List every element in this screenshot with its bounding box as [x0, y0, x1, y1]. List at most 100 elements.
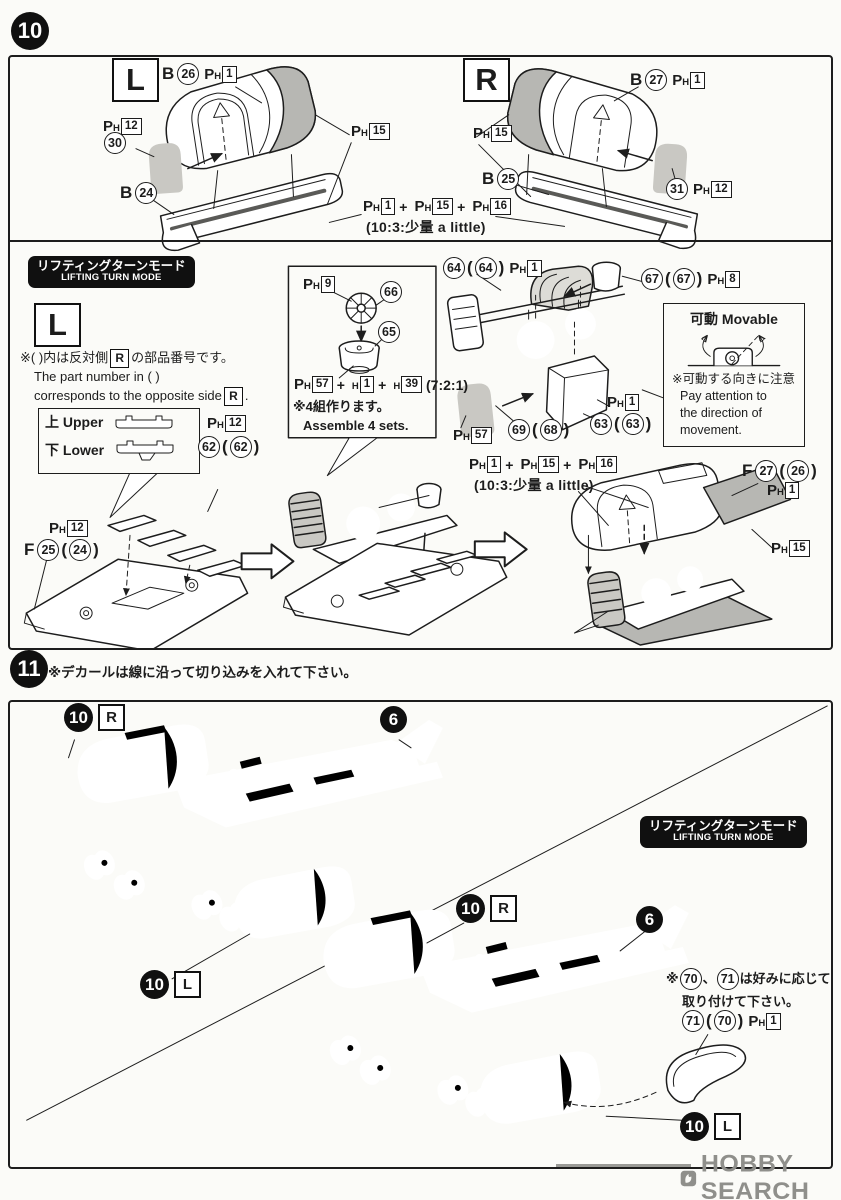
subassembly-10-badge: 10 — [64, 703, 93, 732]
cork-part-67 — [591, 261, 622, 292]
right-cover-part — [507, 68, 658, 172]
side-indicator-left-2: L — [34, 303, 81, 347]
hobby-search-watermark: HOBBY SEARCH — [680, 1149, 841, 1200]
gear-assembly-64 — [446, 265, 626, 359]
step10-illustration — [23, 66, 792, 648]
stage1-base-plate — [23, 489, 249, 648]
process-arrow-2 — [473, 531, 528, 568]
cup-part — [338, 340, 380, 374]
part-label-69: 69(68) — [508, 419, 569, 441]
subassembly-10-badge: 10 — [140, 970, 169, 999]
assembly-b — [320, 905, 689, 1126]
part-label-63: 63(63) — [590, 413, 651, 435]
part-label-62: 62(62) — [198, 436, 259, 458]
step-10-badge: 10 — [11, 12, 49, 50]
badge-en: LIFTING TURN MODE — [61, 272, 162, 284]
subassembly-label-10r-b: 10 R — [456, 894, 517, 923]
left-cover-part — [165, 66, 317, 170]
subassembly-label-6-b: 6 — [636, 906, 663, 933]
subassembly-10-badge: 10 — [456, 894, 485, 923]
movable-icon — [687, 334, 781, 367]
side-indicator-left: L — [112, 58, 159, 102]
lifting-turn-mode-badge-2: リフティングターンモード LIFTING TURN MODE — [640, 816, 807, 849]
decal-note: ※デカールは線に沿って切り込みを入れて下さい。 — [48, 665, 358, 680]
hobby-search-icon — [680, 1170, 697, 1186]
note-en1: The part number in ( ) — [34, 369, 160, 385]
part-label-30: 30 — [104, 132, 126, 154]
cement-ratio-2: (10:3:少量 a little) — [474, 477, 594, 493]
upper-lower-box: 上 Upper 下 Lower — [38, 408, 200, 474]
stage3-engine-base — [573, 566, 773, 646]
subassembly-label-10r-a: 10 R — [64, 703, 125, 732]
subassembly-label-10l-a: 10 L — [140, 970, 201, 999]
r-box-inline: R — [110, 349, 130, 369]
side-l-box: L — [714, 1113, 741, 1140]
upper-flap-icon — [115, 415, 173, 429]
side-l-box: L — [174, 971, 201, 998]
subassembly-10-badge: 10 — [680, 1112, 709, 1141]
badge-en: LIFTING TURN MODE — [673, 832, 774, 844]
watermark-text: HOBBY SEARCH — [700, 1150, 810, 1200]
side-indicator-right: R — [463, 58, 510, 102]
flap-parts-62 — [107, 514, 247, 577]
step10-panel — [8, 55, 833, 650]
circled-71: 71 — [716, 968, 739, 990]
assemble-note-en: Assemble 4 sets. — [303, 418, 409, 433]
stage2-engine — [288, 482, 458, 565]
circled-70: 70 — [679, 968, 702, 990]
movable-note: ※可動する向きに注意 Pay attention to the directio… — [672, 372, 795, 437]
badge-jp: リフティングターンモード — [649, 819, 798, 833]
subassembly-label-6-a: 6 — [380, 706, 407, 733]
step11-panel — [8, 700, 833, 1169]
process-arrow-1 — [240, 543, 295, 580]
lower-flap-icon — [116, 440, 174, 461]
option-duct-part-71 — [665, 1044, 747, 1104]
fan-part — [345, 292, 377, 324]
duct-part-63 — [545, 317, 610, 431]
lower-label: 下 Lower — [45, 442, 105, 458]
stage2-base-plate — [282, 542, 508, 636]
assemble-note-jp: ※4組作ります。 — [293, 399, 390, 414]
watermark-line — [556, 1164, 691, 1167]
cement-ratio: (10:3:少量 a little) — [366, 219, 486, 235]
side-r-box: R — [98, 704, 125, 731]
part-label-65: 65 — [378, 321, 400, 343]
side-r-box: R — [490, 895, 517, 922]
movable-note-box: 可動 Movable ※可動する向きに注意 Pay attention to t… — [663, 303, 805, 447]
step11-illustration — [26, 705, 828, 1126]
lifting-turn-mode-badge: リフティングターンモード LIFTING TURN MODE — [28, 256, 195, 289]
upper-label: 上 Upper — [45, 414, 104, 430]
assembly-a — [74, 719, 443, 941]
r-box-inline-2: R — [223, 387, 243, 407]
step-11-badge: 11 — [10, 650, 48, 688]
movable-title: 可動 Movable — [690, 311, 778, 327]
badge-jp: リフティングターンモード — [37, 259, 186, 273]
